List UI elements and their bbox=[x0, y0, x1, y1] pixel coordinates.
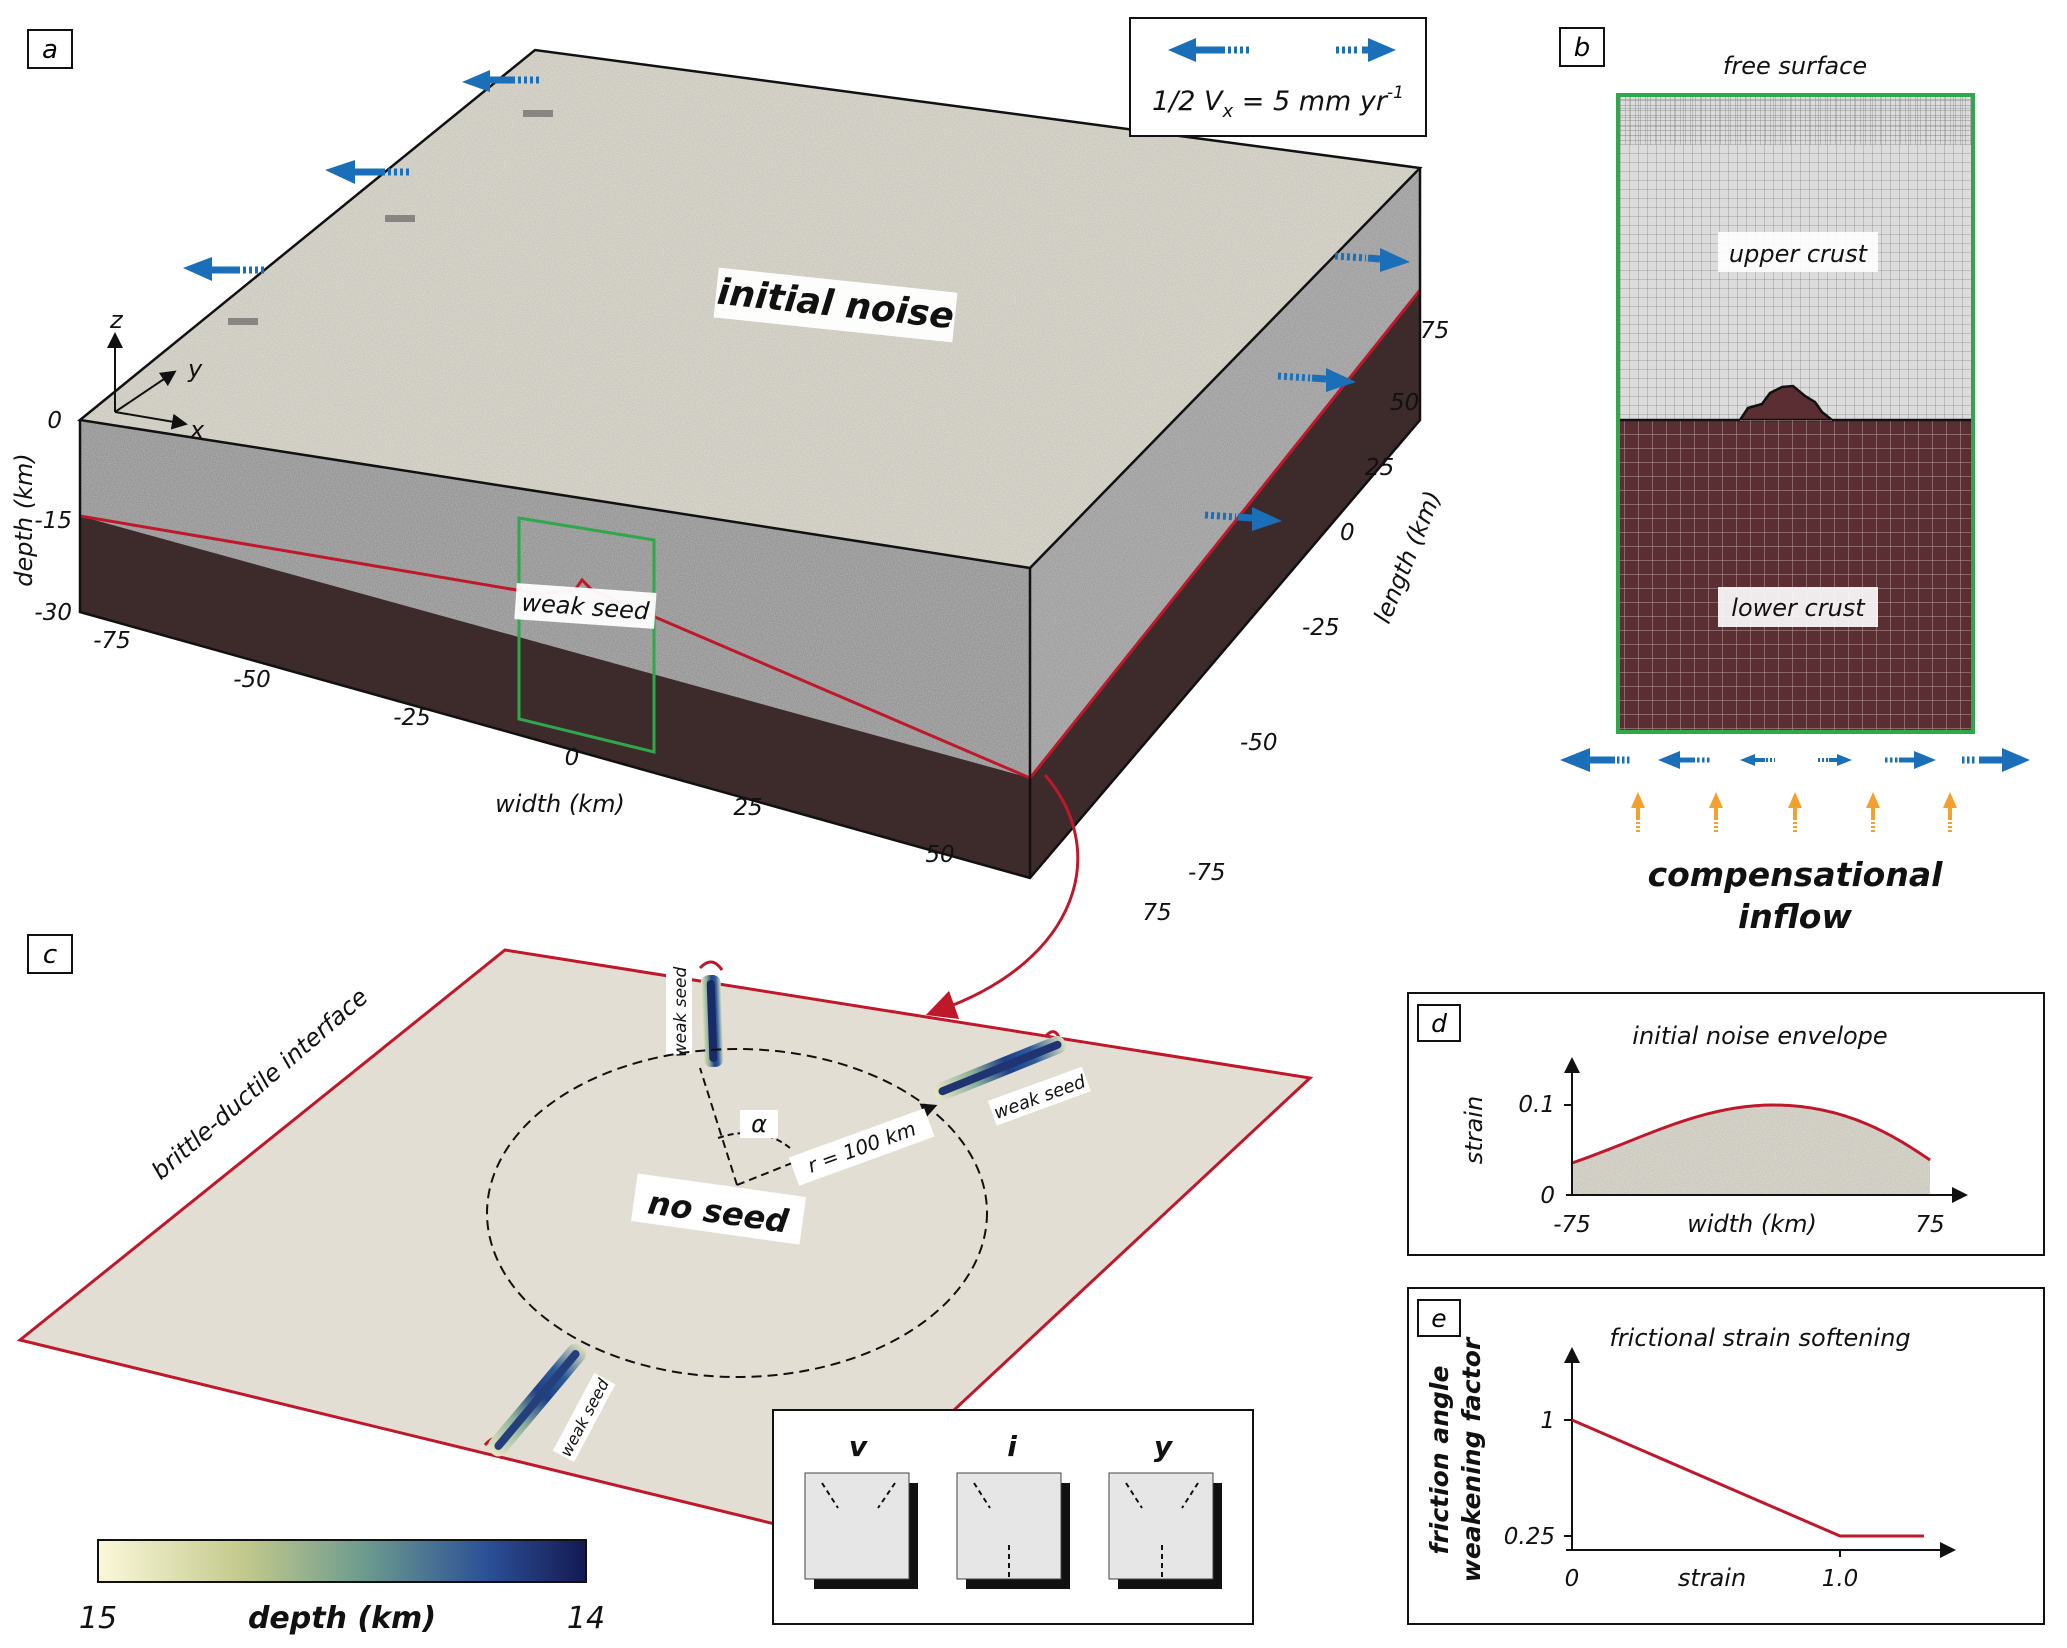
width-axis-label: width (km) bbox=[495, 790, 625, 818]
section-window bbox=[517, 516, 656, 754]
config-v-label: v bbox=[849, 1430, 868, 1463]
pull-arrow-left-3 bbox=[183, 257, 267, 281]
inflow-arrows bbox=[1631, 792, 1957, 832]
velocity-legend bbox=[1129, 17, 1427, 137]
seed-label-top: weak seed bbox=[671, 967, 691, 1058]
pull-arrow-right-2 bbox=[1277, 368, 1356, 392]
pull-arrow-left-2 bbox=[325, 160, 412, 184]
panel-e-frame bbox=[1407, 1287, 2045, 1625]
panel-e-letter: e bbox=[1431, 1304, 1446, 1333]
width-tick-50: 50 bbox=[925, 842, 954, 868]
upper-crust-label: upper crust bbox=[1729, 240, 1869, 268]
panel-a-letter: a bbox=[42, 35, 58, 65]
e-ylabel-line2: weakening factor bbox=[1457, 1336, 1486, 1582]
zoom-arrow bbox=[925, 774, 1080, 1020]
length-tick-m25: -25 bbox=[1302, 615, 1340, 641]
panel-c: c weak seed weak seed weak bbox=[16, 934, 1314, 1636]
d-ytick-0.1: 0.1 bbox=[1518, 1092, 1555, 1118]
colorbar-max: 14 bbox=[567, 1601, 605, 1636]
colorbar-label: depth (km) bbox=[248, 1601, 436, 1636]
pull-arrow-right-1 bbox=[1334, 248, 1410, 272]
depth-tick-0: 0 bbox=[47, 408, 62, 434]
width-tick-m50: -50 bbox=[233, 667, 271, 693]
panel-d-title: initial noise envelope bbox=[1632, 1022, 1887, 1050]
seed-bottom bbox=[488, 1343, 586, 1457]
panel-e: e frictional strain softening 1 0.25 fri… bbox=[1407, 1287, 2045, 1625]
bottom-arrows bbox=[1560, 748, 2030, 772]
length-tick-0: 0 bbox=[1340, 520, 1355, 546]
velocity-legend-text: 1/2 Vx = 5 mm yr-1 bbox=[1152, 83, 1404, 122]
panel-d: d initial noise envelope 0.1 0 strain -7… bbox=[1407, 992, 2045, 1256]
config-i: i bbox=[956, 1430, 1070, 1589]
noise-envelope-curve bbox=[1571, 1103, 1931, 1165]
softening-curve bbox=[1571, 1418, 1924, 1538]
panel-d-letter: d bbox=[1431, 1009, 1447, 1038]
length-tick-m50: -50 bbox=[1240, 730, 1278, 756]
panel-b-letter-box bbox=[1559, 27, 1605, 67]
pull-arrow-right-3 bbox=[1204, 507, 1282, 531]
d-xtick-m75: -75 bbox=[1553, 1212, 1591, 1238]
seed-right bbox=[934, 1035, 1066, 1101]
width-tick-m75: -75 bbox=[93, 628, 131, 654]
e-xtick-1.0: 1.0 bbox=[1822, 1566, 1859, 1592]
d-ytick-0: 0 bbox=[1540, 1183, 1555, 1209]
lower-crust-label: lower crust bbox=[1731, 594, 1866, 622]
length-tick-50: 50 bbox=[1390, 390, 1419, 416]
length-tick-25: 25 bbox=[1365, 455, 1394, 481]
e-ytick-1: 1 bbox=[1540, 1408, 1555, 1434]
axis-z-label: z bbox=[109, 306, 124, 334]
pull-arrow-left-1 bbox=[462, 70, 542, 92]
config-i-label: i bbox=[1007, 1430, 1017, 1463]
seed-bump bbox=[1737, 384, 1836, 422]
panel-e-title: frictional strain softening bbox=[1609, 1324, 1910, 1352]
e-xlabel: strain bbox=[1678, 1564, 1746, 1592]
model-domain-frame bbox=[1616, 93, 1975, 734]
panel-c-letter: c bbox=[43, 940, 57, 970]
axis-x-label: x bbox=[189, 416, 205, 444]
colorbar-min: 15 bbox=[79, 1601, 117, 1636]
e-ylabel-line1: friction angle bbox=[1425, 1366, 1454, 1555]
config-y-label: y bbox=[1154, 1430, 1174, 1463]
panel-b-letter: b bbox=[1574, 33, 1591, 63]
legend-arrow-left bbox=[1168, 38, 1250, 62]
seed-top bbox=[700, 974, 724, 1068]
panel-b: b free surface upper crust lower crust bbox=[1559, 27, 2030, 936]
inflow-label: inflow bbox=[1738, 897, 1852, 936]
depth-tick-15: -15 bbox=[34, 508, 72, 534]
config-y: y bbox=[1108, 1430, 1222, 1589]
e-ytick-0.25: 0.25 bbox=[1504, 1524, 1555, 1550]
config-v: v bbox=[804, 1430, 918, 1589]
length-tick-m75: -75 bbox=[1188, 860, 1226, 886]
panel-a: a initial noi bbox=[10, 17, 1449, 1020]
interface-line-front bbox=[79, 514, 1031, 780]
depth-colorbar bbox=[97, 1539, 587, 1583]
radius-circle bbox=[486, 1048, 988, 1378]
alpha-label: α bbox=[751, 1110, 767, 1138]
d-ylabel: strain bbox=[1460, 1096, 1488, 1164]
compensational-label: compensational bbox=[1648, 855, 1944, 894]
length-tick-75: 75 bbox=[1420, 318, 1449, 344]
panel-c-letter-box bbox=[27, 934, 73, 974]
width-tick-m25: -25 bbox=[393, 705, 431, 731]
interface-plane bbox=[16, 948, 1314, 1537]
panel-a-letter-box bbox=[27, 29, 73, 69]
width-tick-0: 0 bbox=[565, 745, 580, 771]
interface-line-right bbox=[1028, 289, 1422, 779]
width-tick-75: 75 bbox=[1142, 900, 1171, 926]
e-xtick-0: 0 bbox=[1565, 1566, 1580, 1592]
axis-triad: z y x bbox=[107, 306, 205, 444]
depth-axis-label: depth (km) bbox=[10, 453, 38, 587]
depth-tick-30: -30 bbox=[34, 600, 72, 626]
free-surface-label: free surface bbox=[1723, 52, 1867, 80]
width-tick-25: 25 bbox=[733, 795, 762, 821]
d-xlabel: width (km) bbox=[1687, 1210, 1817, 1238]
axis-y-label: y bbox=[187, 355, 203, 383]
d-xtick-75: 75 bbox=[1915, 1212, 1944, 1238]
legend-arrow-right bbox=[1336, 38, 1396, 62]
length-axis-label: length (km) bbox=[1368, 487, 1446, 627]
